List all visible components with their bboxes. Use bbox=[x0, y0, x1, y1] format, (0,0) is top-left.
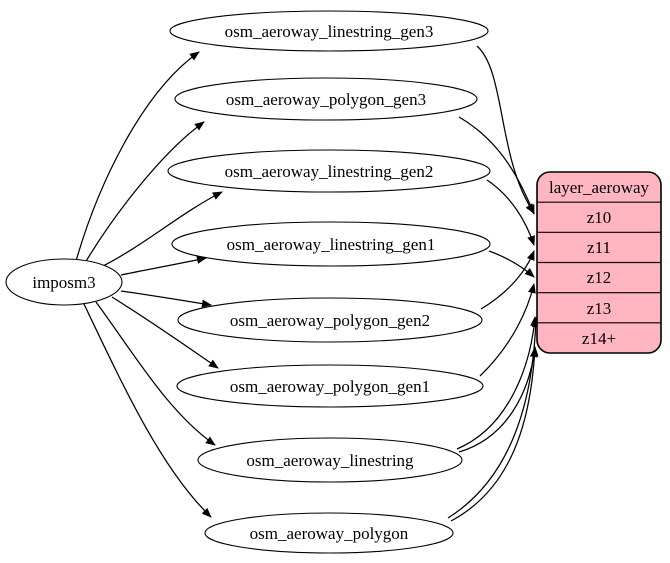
node-label: osm_aeroway_polygon_gen2 bbox=[230, 311, 430, 330]
row-z14plus: z14+ bbox=[582, 329, 616, 348]
node-ellipse bbox=[177, 297, 483, 343]
edge-imposm3-to-osm-aeroway-linestring-gen1 bbox=[120, 255, 207, 276]
edge-osm-aeroway-linestring-gen3-to-z10 bbox=[476, 45, 535, 214]
node-label: osm_aeroway_polygon_gen1 bbox=[230, 377, 430, 396]
edge-osm-aeroway-polygon-to-z14 bbox=[450, 346, 539, 522]
node-osm-aeroway-linestring-gen3: osm_aeroway_linestring_gen3 bbox=[169, 10, 489, 52]
node-label: osm_aeroway_linestring bbox=[246, 451, 414, 470]
edge-imposm3-to-osm-aeroway-linestring-gen2 bbox=[98, 191, 223, 269]
edge-imposm3-to-osm-aeroway-linestring-gen3 bbox=[75, 51, 200, 262]
node-ellipse bbox=[171, 221, 491, 267]
edge-group-imposm3 bbox=[75, 51, 223, 518]
row-z10: z10 bbox=[587, 208, 612, 227]
edge-osm-aeroway-linestring-gen1-to-z12 bbox=[488, 250, 535, 278]
edge-imposm3-to-osm-aeroway-linestring bbox=[95, 301, 216, 446]
node-osm-aeroway-polygon-gen3: osm_aeroway_polygon_gen3 bbox=[174, 77, 478, 121]
node-ellipse bbox=[204, 512, 454, 554]
edge-osm-aeroway-linestring-to-z13 bbox=[456, 316, 539, 450]
edge-group-layer bbox=[447, 45, 540, 522]
edge-osm-aeroway-polygon-gen2-to-z11 bbox=[480, 250, 535, 310]
node-ellipse bbox=[169, 10, 489, 52]
node-ellipse bbox=[167, 149, 491, 193]
node-label: osm_aeroway_linestring_gen3 bbox=[225, 22, 434, 41]
layer-aeroway-title: layer_aeroway bbox=[549, 178, 650, 197]
node-osm-aeroway-polygon: osm_aeroway_polygon bbox=[204, 512, 454, 554]
edge-imposm3-to-osm-aeroway-polygon-gen1 bbox=[111, 296, 219, 369]
row-z12: z12 bbox=[587, 268, 612, 287]
edge-imposm3-to-osm-aeroway-polygon-gen3 bbox=[84, 121, 205, 264]
node-layer-aeroway: layer_aeroway z10 z11 z12 z13 z14+ bbox=[536, 171, 662, 354]
row-z11: z11 bbox=[587, 238, 611, 257]
node-osm-aeroway-polygon-gen2: osm_aeroway_polygon_gen2 bbox=[177, 297, 483, 343]
edge-imposm3-to-osm-aeroway-polygon bbox=[83, 303, 212, 518]
edge-osm-aeroway-linestring-gen2-to-z11 bbox=[486, 179, 535, 246]
edge-osm-aeroway-polygon-gen1-to-z12 bbox=[479, 283, 536, 377]
node-osm-aeroway-polygon-gen1: osm_aeroway_polygon_gen1 bbox=[176, 364, 484, 408]
edge-osm-aeroway-polygon-to-z13 bbox=[447, 317, 540, 519]
node-label: osm_aeroway_linestring_gen2 bbox=[225, 162, 434, 181]
node-ellipse bbox=[176, 364, 484, 408]
node-osm-aeroway-linestring: osm_aeroway_linestring bbox=[197, 437, 463, 483]
imposm3-ellipse bbox=[5, 258, 123, 306]
edge-osm-aeroway-polygon-gen3-to-z10 bbox=[458, 116, 535, 215]
node-label: osm_aeroway_polygon bbox=[250, 524, 409, 543]
node-label: osm_aeroway_linestring_gen1 bbox=[227, 235, 436, 254]
imposm3-label: imposm3 bbox=[32, 273, 95, 292]
node-ellipse bbox=[197, 437, 463, 483]
row-z13: z13 bbox=[587, 299, 612, 318]
node-ellipse bbox=[174, 77, 478, 121]
edge-imposm3-to-osm-aeroway-polygon-gen2 bbox=[120, 290, 212, 308]
node-osm-aeroway-linestring-gen2: osm_aeroway_linestring_gen2 bbox=[167, 149, 491, 193]
node-imposm3: imposm3 bbox=[5, 258, 123, 306]
node-osm-aeroway-linestring-gen1: osm_aeroway_linestring_gen1 bbox=[171, 221, 491, 267]
node-label: osm_aeroway_polygon_gen3 bbox=[226, 90, 426, 109]
edge-osm-aeroway-linestring-to-z14 bbox=[458, 347, 538, 453]
